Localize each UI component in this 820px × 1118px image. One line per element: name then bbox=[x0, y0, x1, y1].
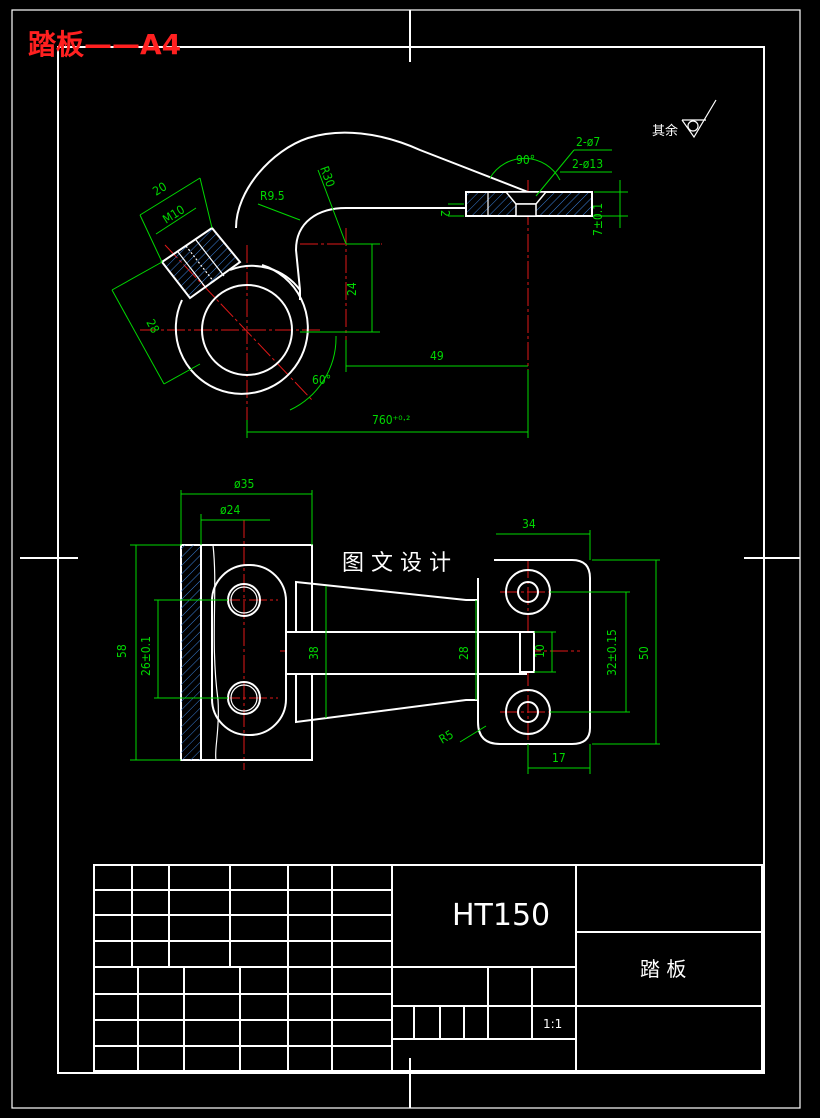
dim-17: 17 bbox=[552, 751, 566, 765]
dim-38: 38 bbox=[307, 646, 321, 660]
material-label: HT150 bbox=[452, 898, 550, 933]
dim-26: 26±0.1 bbox=[139, 636, 153, 676]
dim-58: 58 bbox=[115, 644, 129, 658]
surface-finish-symbol: 其余 bbox=[652, 99, 717, 139]
dim-20: 20 bbox=[150, 179, 169, 198]
dim-49: 49 bbox=[430, 349, 444, 363]
part-name: 踏 板 bbox=[640, 957, 686, 981]
dim-32: 32±0.15 bbox=[605, 629, 619, 676]
dim-60-tol: 760⁺⁰·² bbox=[372, 413, 410, 427]
centering-marks bbox=[20, 10, 800, 1108]
dim-2-phi7: 2-ø7 bbox=[576, 135, 600, 149]
top-view bbox=[140, 131, 593, 420]
dim-r5: R5 bbox=[437, 727, 456, 746]
dim-50: 50 bbox=[637, 646, 651, 660]
scale-label: 1:1 bbox=[543, 1017, 562, 1031]
dim-7: 7±0.1 bbox=[591, 203, 605, 236]
drawing-title: 踏板——A4 bbox=[28, 28, 181, 61]
watermark-text: 图 文 设 计 bbox=[342, 551, 451, 576]
dim-2: 2 bbox=[438, 210, 452, 217]
dim-phi35: ø35 bbox=[234, 477, 254, 491]
dim-34: 34 bbox=[522, 517, 536, 531]
dim-r30: R30 bbox=[317, 164, 337, 189]
dim-90deg: 90° bbox=[516, 153, 535, 167]
surface-finish-label: 其余 bbox=[652, 123, 678, 139]
dim-10: 10 bbox=[533, 644, 547, 658]
dim-28-bottom: 28 bbox=[457, 646, 471, 660]
dim-24: 24 bbox=[345, 282, 359, 296]
dim-phi24: ø24 bbox=[220, 503, 240, 517]
dim-60deg: 60° bbox=[312, 373, 331, 387]
bottom-view-dimensions: ø35 ø24 34 58 26±0.1 38 28 10 32±0.15 bbox=[115, 477, 660, 774]
dim-2-phi13: 2-ø13 bbox=[572, 157, 603, 171]
watermark-background bbox=[334, 542, 494, 578]
dim-r9-5: R9.5 bbox=[260, 189, 285, 203]
title-block: HT150 踏 板 1:1 bbox=[93, 864, 763, 1072]
dim-28-top: 28 bbox=[143, 317, 162, 336]
top-view-dimensions: 20 M10 R9.5 R30 90° 2-ø7 2-ø13 2 7±0.1 2… bbox=[111, 135, 628, 438]
